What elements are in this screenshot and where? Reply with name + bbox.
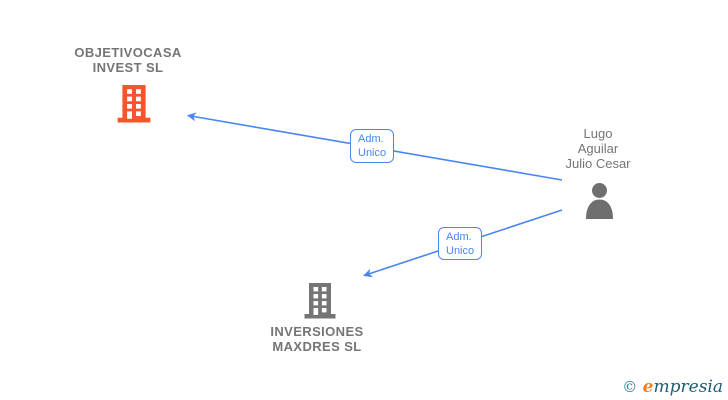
person-icon[interactable] [584, 182, 615, 220]
brand-letter-e: e [642, 377, 654, 397]
edge-label-line1: Adm. [358, 133, 384, 145]
person-name-line1: Lugo [583, 126, 613, 141]
edge-label-line2: Unico [446, 245, 475, 257]
edge-label-adm-unico-bottom[interactable]: Adm. Unico [438, 227, 482, 260]
building-icon[interactable] [116, 85, 152, 123]
company-name-line2: INVEST SL [92, 60, 164, 75]
company-name-line1: OBJETIVOCASA [74, 45, 182, 60]
label-lugo-aguilar-julio-cesar[interactable]: Lugo Aguilar Julio Cesar [518, 126, 678, 171]
building-icon[interactable] [303, 283, 337, 319]
empresia-logo[interactable]: © empresia [622, 377, 723, 397]
edge-label-line2: Unico [358, 147, 387, 159]
company-name-line1: INVERSIONES [270, 324, 364, 339]
copyright-icon: © [622, 378, 638, 396]
label-objetivocasa-invest[interactable]: OBJETIVOCASA INVEST SL [28, 45, 228, 75]
brand-name-rest: mpresia [653, 377, 724, 397]
person-name-line3: Julio Cesar [565, 156, 631, 171]
edge-label-line1: Adm. [446, 231, 472, 243]
label-inversiones-maxdres[interactable]: INVERSIONES MAXDRES SL [237, 324, 397, 354]
edge-label-adm-unico-top[interactable]: Adm. Unico [350, 129, 394, 163]
company-name-line2: MAXDRES SL [272, 339, 362, 354]
person-name-line2: Aguilar [577, 141, 619, 156]
